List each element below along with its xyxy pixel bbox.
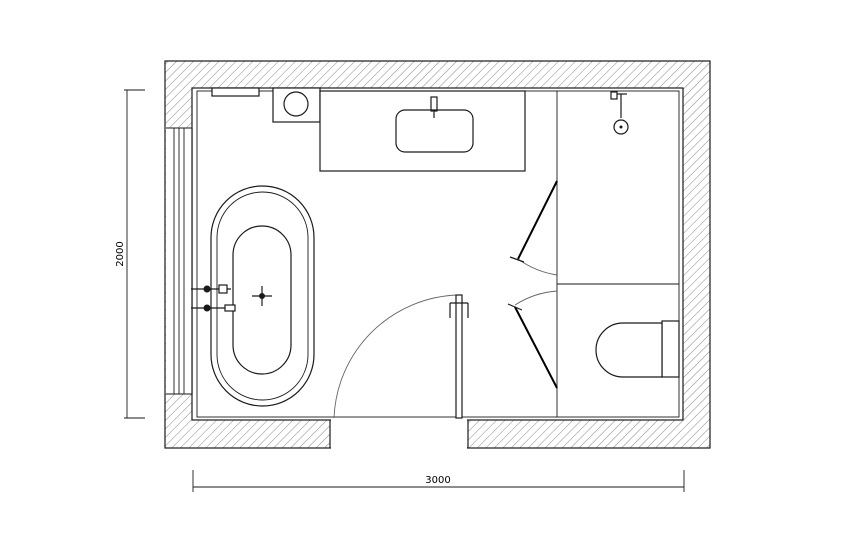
- basin: [395, 109, 474, 153]
- height-dimension-label: 2000: [115, 241, 126, 266]
- bath-tap-icon: [203, 285, 211, 293]
- toilet-cistern: [661, 320, 680, 378]
- shower-head-icon: [613, 119, 629, 135]
- entry-door: [333, 294, 469, 419]
- dimension-lines: [124, 89, 685, 492]
- glass-shower-screen: [507, 180, 558, 389]
- door-opening: [331, 419, 467, 449]
- rain-shower: [610, 91, 629, 135]
- walls: [164, 60, 711, 449]
- width-dimension-label: 3000: [425, 475, 450, 486]
- towel-rail: [211, 87, 260, 97]
- vanity-with-basin: [319, 90, 526, 172]
- shower-zone: [556, 91, 679, 417]
- window: [166, 127, 193, 395]
- toilet-bowl: [595, 322, 663, 378]
- drain-icon: [259, 293, 265, 299]
- door-leaf: [455, 294, 463, 419]
- wall-hung-toilet: [595, 320, 680, 378]
- freestanding-bathtub: [191, 185, 315, 407]
- washing-machine: [272, 87, 321, 123]
